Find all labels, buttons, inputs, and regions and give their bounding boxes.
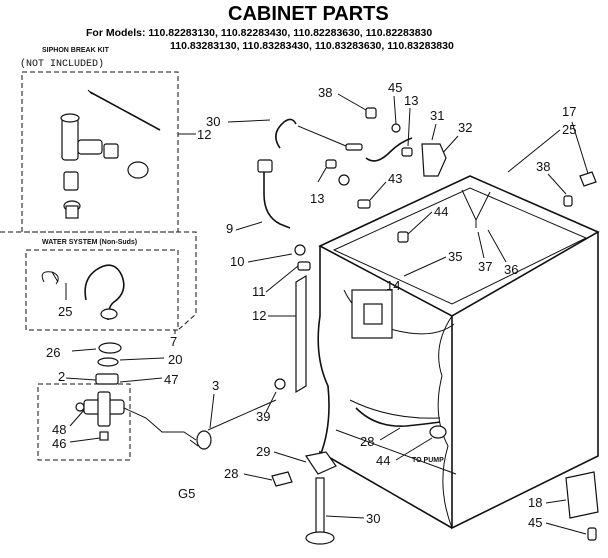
foot-bracket-part-28 bbox=[305, 451, 337, 475]
callout-34: 36 bbox=[504, 262, 518, 277]
callout-39: 39 bbox=[256, 409, 270, 424]
callout-14: 14 bbox=[386, 278, 400, 293]
callout-38: 45 bbox=[528, 515, 542, 530]
models-line-2: 110.83283130, 110.83283430, 110.83283630… bbox=[170, 40, 454, 52]
callout-10: 10 bbox=[230, 254, 244, 269]
callout-27: 28 bbox=[224, 466, 238, 481]
kit-label: SIPHON BREAK KIT bbox=[42, 47, 110, 54]
callout-33: 35 bbox=[448, 249, 462, 264]
callout-37: 38 bbox=[318, 85, 332, 100]
callout-45: 44 bbox=[376, 453, 390, 468]
callout-7: 7 bbox=[170, 334, 177, 349]
valve-box bbox=[37, 383, 131, 461]
to-pump-label: TO PUMP bbox=[412, 457, 444, 464]
fill-hose-part-9 bbox=[263, 164, 291, 229]
callout-47: 46 bbox=[52, 436, 66, 451]
brace-part-34 bbox=[461, 189, 491, 228]
hose-part-32 bbox=[275, 118, 297, 149]
callout-21: 26 bbox=[46, 345, 60, 360]
callout-28: 29 bbox=[256, 444, 270, 459]
callout-3: 3 bbox=[212, 378, 219, 393]
callout-17: 17 bbox=[562, 104, 576, 119]
water-system-parts bbox=[41, 264, 125, 321]
water-system-label: WATER SYSTEM (Non-Suds) bbox=[42, 239, 137, 246]
callout-13b: 13 bbox=[310, 191, 324, 206]
washer-part-21 bbox=[98, 342, 122, 354]
back-panel-part-18 bbox=[565, 471, 599, 519]
callout-19: 20 bbox=[168, 352, 182, 367]
callout-20: 25 bbox=[58, 304, 72, 319]
page-code: G5 bbox=[178, 486, 195, 501]
hose-clamp-part bbox=[196, 430, 212, 450]
callout-32: 30 bbox=[206, 114, 220, 129]
callout-40: 47 bbox=[164, 372, 178, 387]
callout-9: 9 bbox=[226, 221, 233, 236]
kit-note: (NOT INCLUDED) bbox=[20, 58, 104, 70]
callout-12: 12 bbox=[252, 308, 266, 323]
siphon-break-kit-parts bbox=[60, 89, 161, 219]
washer-part-19 bbox=[97, 357, 119, 367]
callout-35: 37 bbox=[478, 259, 492, 274]
callout-13a: 13 bbox=[404, 93, 418, 108]
callout-29: 30 bbox=[366, 511, 380, 526]
callout-31: 32 bbox=[458, 120, 472, 135]
models-line-1: For Models: 110.82283130, 110.82283430, … bbox=[86, 27, 432, 39]
callout-44: 44 bbox=[434, 204, 448, 219]
water-system-box bbox=[25, 249, 179, 331]
callout-36: 38 bbox=[536, 159, 550, 174]
callout-48: 48 bbox=[52, 422, 66, 437]
bracket-part-12 bbox=[295, 274, 307, 394]
lid-switch-part bbox=[421, 143, 447, 177]
callout-46: 45 bbox=[388, 80, 402, 95]
callout-26: 28 bbox=[360, 434, 374, 449]
callout-11: 11 bbox=[252, 284, 266, 299]
water-valve-parts bbox=[75, 373, 197, 441]
callout-15: 12 bbox=[197, 127, 211, 142]
callout-18: 18 bbox=[528, 495, 542, 510]
diagram-title: CABINET PARTS bbox=[228, 3, 389, 25]
callout-43: 43 bbox=[388, 171, 402, 186]
callout-2: 2 bbox=[58, 369, 65, 384]
leveling-leg-part-29 bbox=[305, 477, 335, 545]
drain-hose-part-26 bbox=[355, 407, 441, 427]
callout-30: 31 bbox=[430, 108, 444, 123]
cabinet-body bbox=[317, 175, 600, 530]
